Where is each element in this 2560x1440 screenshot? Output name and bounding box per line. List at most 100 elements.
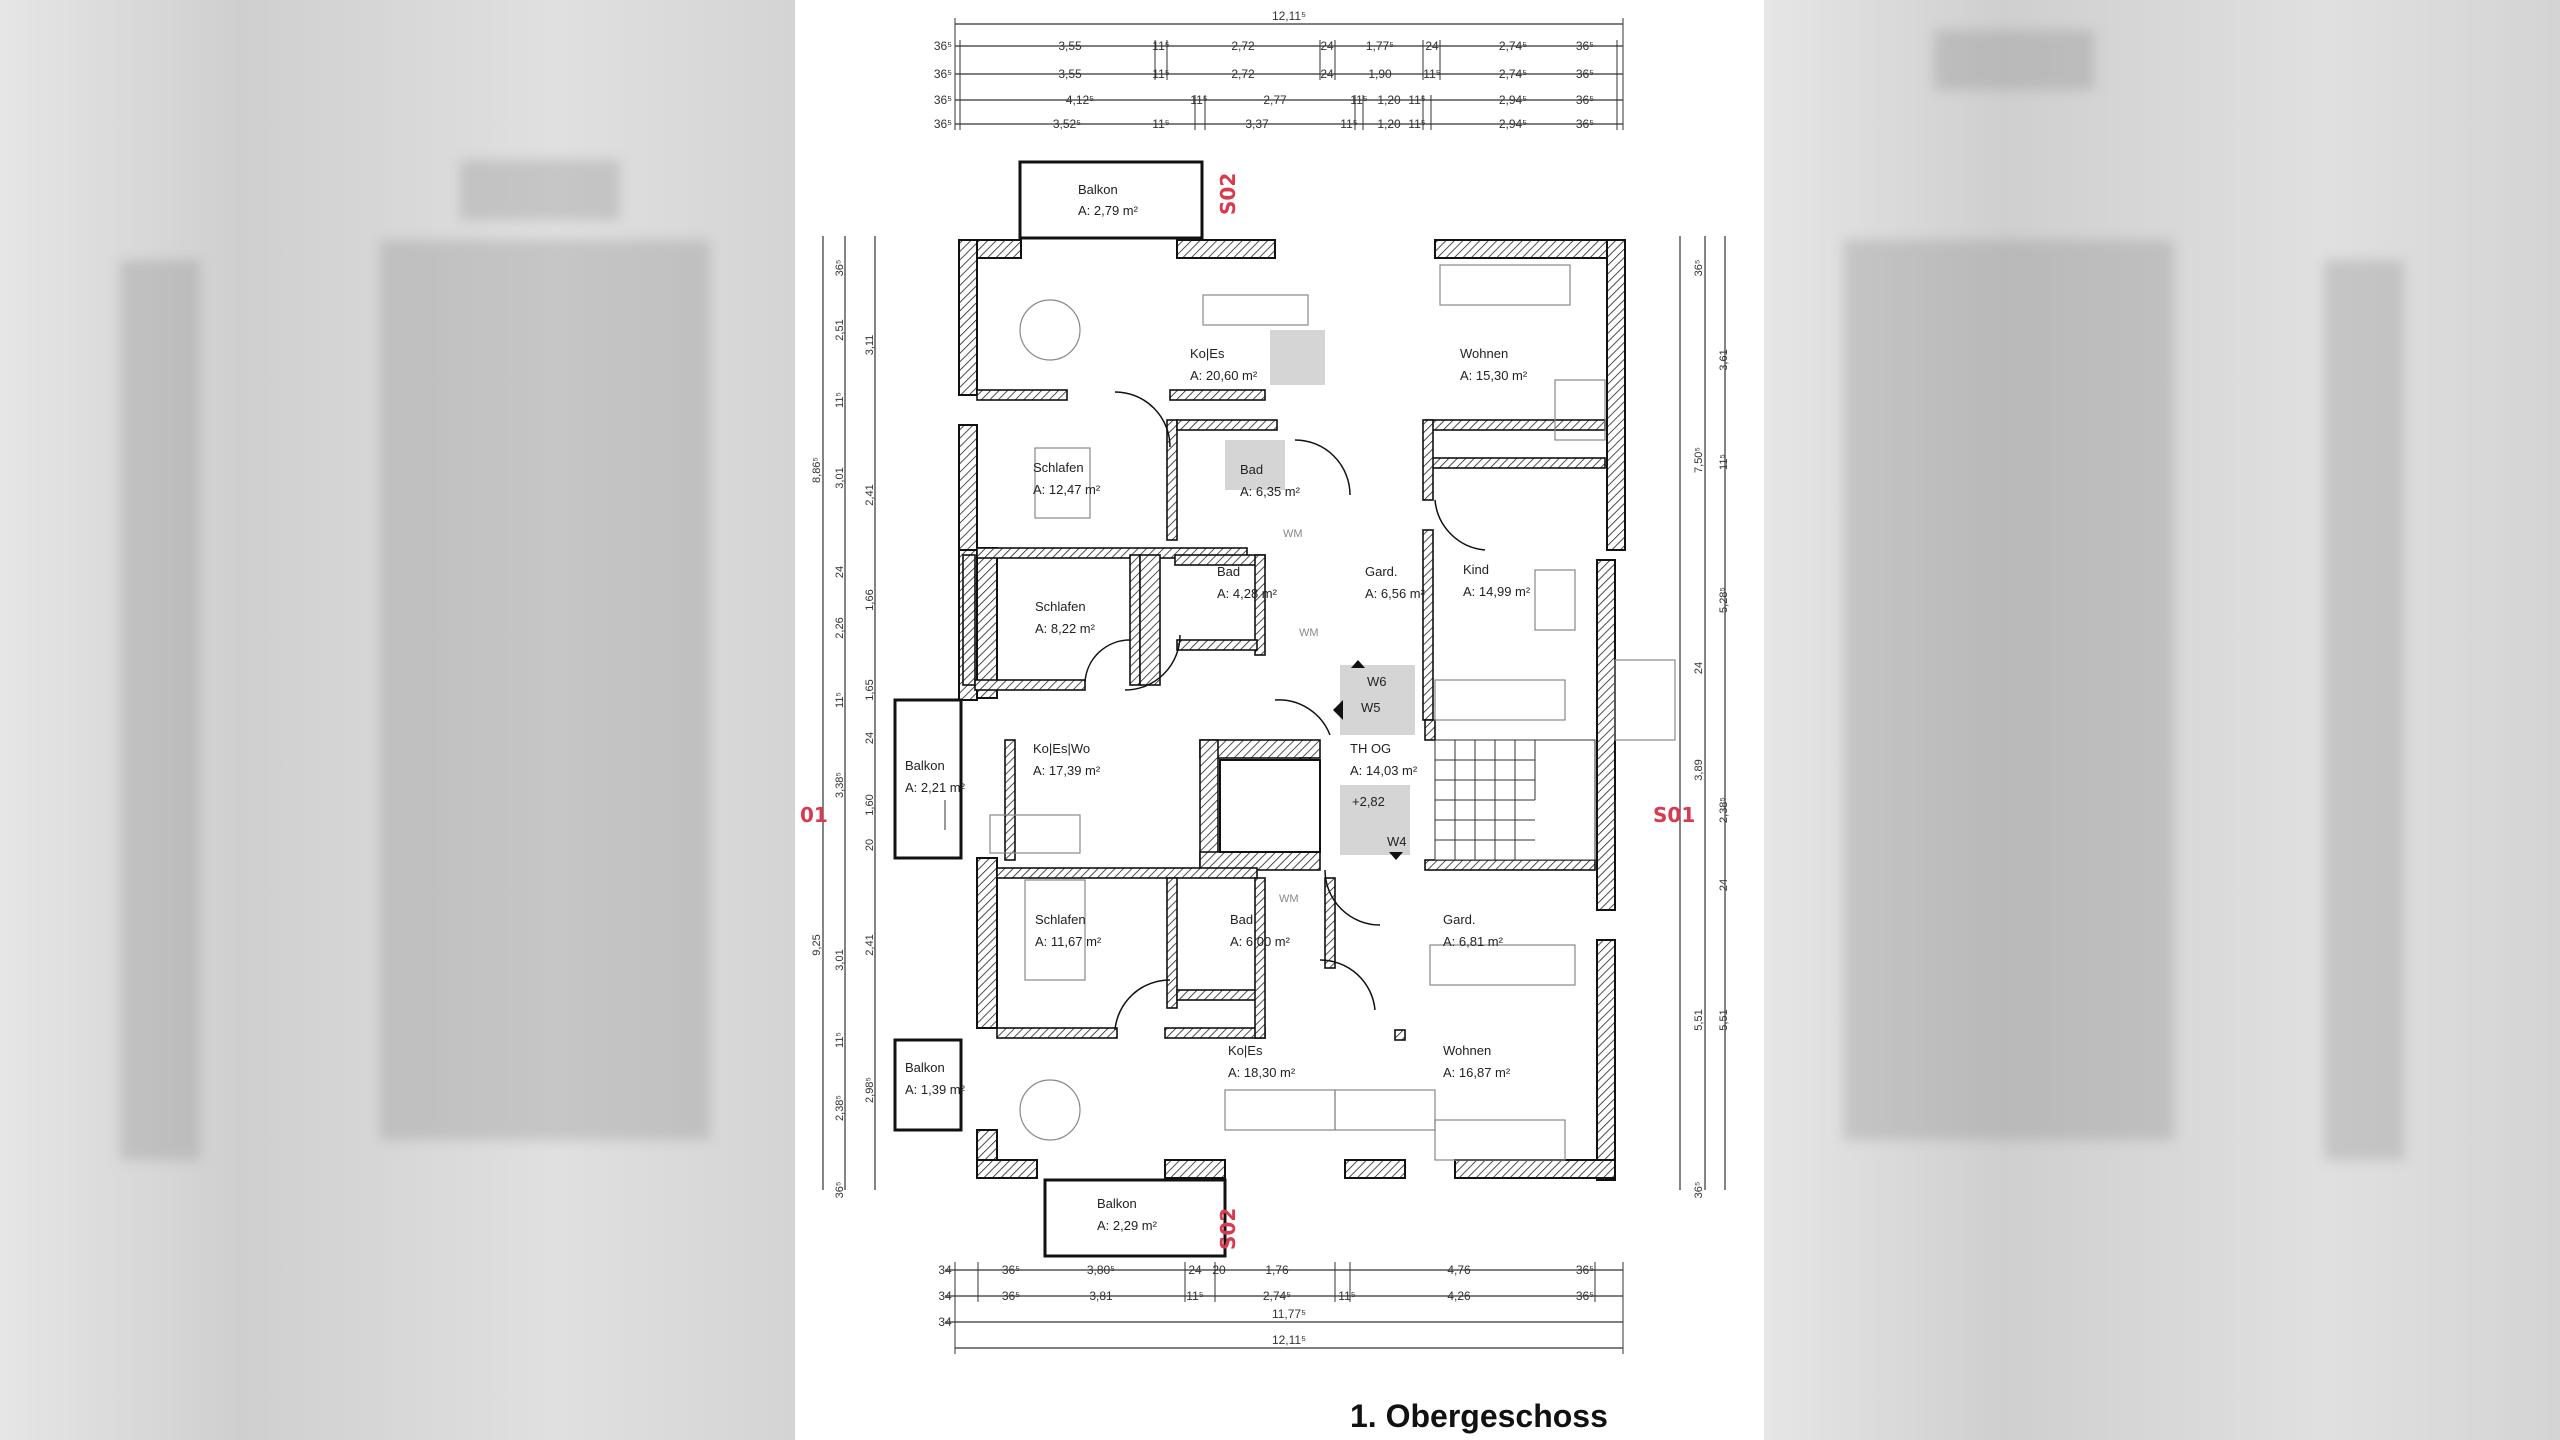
svg-text:2,38⁵: 2,38⁵ [1718, 797, 1730, 823]
svg-text:36⁵: 36⁵ [1576, 39, 1594, 53]
svg-text:36⁵: 36⁵ [1576, 93, 1594, 107]
svg-text:36⁵: 36⁵ [834, 1182, 846, 1199]
svg-text:36⁵: 36⁵ [1693, 260, 1705, 277]
svg-text:A: 14,99 m²: A: 14,99 m² [1463, 584, 1531, 599]
furniture [989, 264, 1676, 1161]
svg-text:Kind: Kind [1463, 562, 1489, 577]
svg-text:34: 34 [938, 1315, 952, 1329]
svg-text:Bad: Bad [1217, 564, 1240, 579]
svg-text:2,74⁵: 2,74⁵ [1263, 1289, 1291, 1303]
svg-text:11⁵: 11⁵ [1338, 1289, 1355, 1303]
svg-text:24: 24 [1320, 39, 1334, 53]
side-dimension-chains [822, 236, 1726, 1190]
svg-text:Gard.: Gard. [1443, 912, 1476, 927]
svg-text:11⁵: 11⁵ [1152, 39, 1169, 53]
wall-tags: W6 W5 +2,82 W4 [1333, 660, 1407, 860]
floor-title: 1. Obergeschoss [1350, 1398, 1608, 1434]
svg-text:2,26: 2,26 [834, 617, 846, 638]
tag-w4: W4 [1387, 834, 1407, 849]
svg-text:11,77⁵: 11,77⁵ [1272, 1307, 1306, 1321]
svg-text:3,11: 3,11 [864, 335, 876, 356]
svg-text:A: 2,29 m²: A: 2,29 m² [1097, 1218, 1158, 1233]
room-koes-bottom: Ko|EsA: 18,30 m² [1228, 1043, 1296, 1080]
left-blurred-background [0, 0, 795, 1440]
room-kind: Kind A: 14,99 m² [1463, 562, 1531, 599]
svg-text:36⁵: 36⁵ [1002, 1263, 1020, 1277]
svg-text:11⁵: 11⁵ [1152, 117, 1169, 131]
interior-walls [962, 389, 1606, 1041]
svg-text:Schlafen: Schlafen [1035, 912, 1086, 927]
section-marker-s02-bottom: S02 [1216, 1208, 1240, 1250]
tag-w5: W5 [1361, 700, 1381, 715]
left-dimension-labels: 36⁵ 2,51 3,11 11⁵ 8,86⁵ 3,01 2,41 24 2,2… [811, 260, 876, 1199]
landing-areas [1225, 330, 1415, 855]
svg-text:2,74⁵: 2,74⁵ [1499, 39, 1527, 53]
svg-text:WM: WM [1299, 627, 1319, 639]
svg-text:3,37: 3,37 [1245, 117, 1269, 131]
svg-text:A: 18,30 m²: A: 18,30 m² [1228, 1065, 1296, 1080]
svg-text:11⁵: 11⁵ [1423, 67, 1440, 81]
svg-text:11⁵: 11⁵ [1186, 1289, 1203, 1303]
svg-text:3,01: 3,01 [834, 949, 846, 970]
svg-text:36⁵: 36⁵ [834, 260, 846, 277]
top-dimension-labels: 12,11⁵ 36⁵ 3,55 11⁵ 2,72 24 1,77⁵ 24 2,7… [934, 9, 1594, 131]
svg-text:Balkon: Balkon [1097, 1196, 1137, 1211]
svg-text:TH OG: TH OG [1350, 741, 1391, 756]
svg-text:34: 34 [938, 1289, 952, 1303]
svg-text:A: 6,56 m²: A: 6,56 m² [1365, 586, 1426, 601]
svg-text:1,20: 1,20 [1377, 93, 1401, 107]
bottom-dimension-labels: 34 36⁵ 3,80⁵ 24 20 1,76 4,76 36⁵ 34 36⁵ … [938, 1263, 1594, 1347]
svg-text:3,01: 3,01 [834, 467, 846, 488]
svg-text:24: 24 [864, 732, 876, 744]
svg-text:Balkon: Balkon [905, 1060, 945, 1075]
svg-text:11⁵: 11⁵ [1408, 117, 1425, 131]
right-dimension-labels: 36⁵ 3,61 7,50⁵ 11⁵ 5,28⁵ 24 3,89 2,38⁵ 2… [1693, 260, 1730, 1199]
svg-text:11⁵: 11⁵ [1152, 67, 1169, 81]
svg-text:A: 17,39 m²: A: 17,39 m² [1033, 763, 1101, 778]
svg-text:8,86⁵: 8,86⁵ [811, 457, 823, 483]
level-marker: +2,82 [1352, 794, 1385, 809]
svg-text:36⁵: 36⁵ [1576, 117, 1594, 131]
svg-text:5,51: 5,51 [1718, 1009, 1730, 1030]
svg-text:Ko|Es|Wo: Ko|Es|Wo [1033, 741, 1090, 756]
room-gard-1: Gard. A: 6,56 m² [1365, 564, 1426, 601]
svg-text:Bad: Bad [1240, 462, 1263, 477]
svg-text:WM: WM [1283, 528, 1303, 540]
section-marker-o1: 01 [800, 803, 828, 827]
svg-text:11⁵: 11⁵ [1340, 117, 1357, 131]
svg-text:24: 24 [1188, 1263, 1202, 1277]
svg-text:4,12⁵: 4,12⁵ [1066, 93, 1094, 107]
svg-text:3,52⁵: 3,52⁵ [1053, 117, 1081, 131]
svg-text:11⁵: 11⁵ [834, 1032, 846, 1048]
svg-text:34: 34 [938, 1263, 952, 1277]
svg-text:1,77⁵: 1,77⁵ [1366, 39, 1394, 53]
svg-text:2,94⁵: 2,94⁵ [1499, 117, 1527, 131]
svg-text:36⁵: 36⁵ [1576, 1289, 1594, 1303]
door-swings [1084, 391, 1486, 1031]
svg-text:3,38⁵: 3,38⁵ [834, 772, 846, 798]
svg-text:A: 11,67 m²: A: 11,67 m² [1035, 934, 1102, 949]
svg-text:2,77: 2,77 [1263, 93, 1287, 107]
svg-text:2,72: 2,72 [1231, 39, 1255, 53]
svg-text:Gard.: Gard. [1365, 564, 1398, 579]
svg-text:36⁵: 36⁵ [934, 67, 952, 81]
svg-text:2,41: 2,41 [864, 934, 876, 955]
svg-text:20: 20 [864, 839, 876, 851]
svg-text:5,51: 5,51 [1693, 1009, 1705, 1030]
room-koes-top: Ko|EsA: 20,60 m² [1190, 346, 1258, 383]
tag-w6: W6 [1367, 674, 1387, 689]
svg-text:11⁵: 11⁵ [1408, 93, 1425, 107]
svg-text:36⁵: 36⁵ [934, 117, 952, 131]
svg-text:5,28⁵: 5,28⁵ [1718, 587, 1730, 613]
floor-plan-drawing: 12,11⁵ 36⁵ 3,55 11⁵ 2,72 24 1,77⁵ 24 2,7… [800, 9, 1730, 1354]
svg-text:3,61: 3,61 [1718, 349, 1730, 370]
svg-text:2,72: 2,72 [1231, 67, 1255, 81]
right-blurred-background [1764, 0, 2560, 1440]
svg-text:A: 2,79 m²: A: 2,79 m² [1078, 203, 1139, 218]
svg-text:Wohnen: Wohnen [1443, 1043, 1491, 1058]
